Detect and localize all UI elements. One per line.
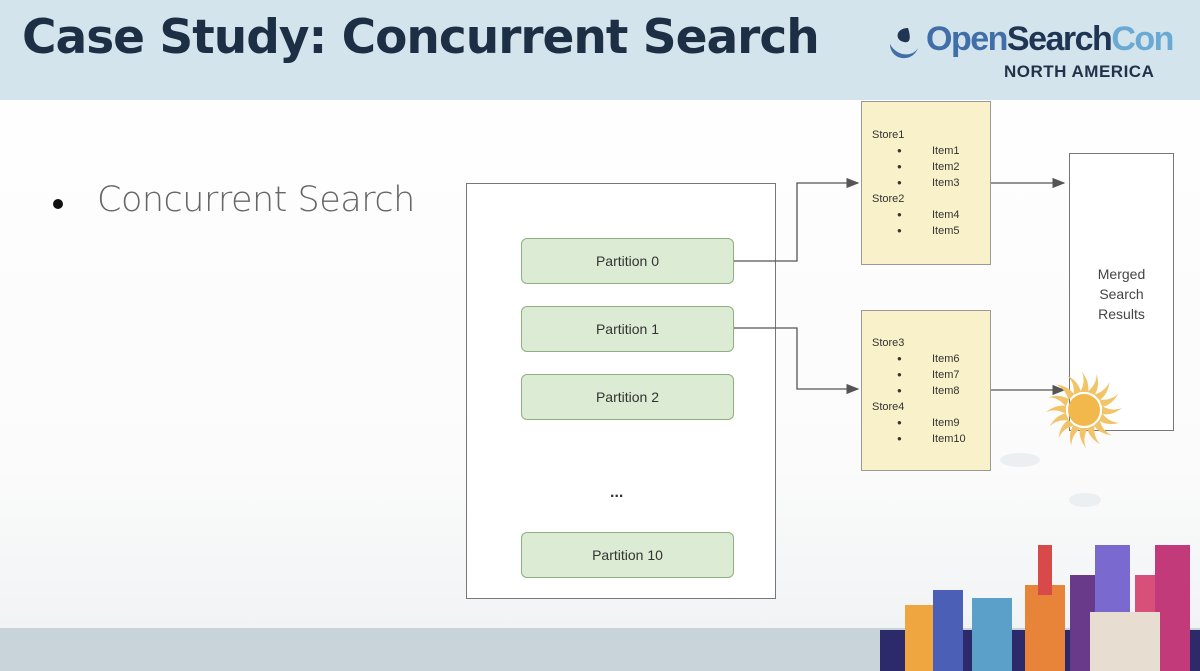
slide-header [0, 0, 1200, 100]
sun-ray [1055, 384, 1075, 401]
bullet-icon: ● [897, 386, 902, 395]
sun-ray [1079, 428, 1088, 448]
store-item: Item7 [932, 369, 960, 381]
bullet-icon: ● [897, 178, 902, 187]
sun-ray [1099, 413, 1120, 425]
store-item: Item2 [932, 161, 960, 173]
store-item: Item3 [932, 177, 960, 189]
bullet-icon: ● [897, 226, 902, 235]
sun-ray [1093, 381, 1110, 401]
merged-label: Merged Search Results [1097, 266, 1146, 322]
sun-icon [1046, 372, 1122, 448]
bullet-icon [53, 199, 63, 209]
sun-ray [1048, 395, 1069, 407]
arrow-partition1-to-store2 [734, 327, 860, 395]
store-name: Store1 [872, 129, 905, 141]
opensearch-logo-icon [890, 28, 918, 59]
sun-ray [1067, 375, 1081, 395]
bullet-icon: ● [897, 434, 902, 443]
cloud-icon [1000, 453, 1101, 507]
opensearchcon-logo: OpenSearchCon NORTH AMERICA [886, 20, 1176, 84]
ellipsis: ... [610, 484, 624, 501]
bullet-icon: ● [897, 354, 902, 363]
bullet-icon: ● [897, 370, 902, 379]
store-item: Item10 [932, 433, 966, 445]
bullet-text: Concurrent Search [97, 180, 415, 220]
slide-title: Case Study: Concurrent Search [22, 10, 820, 65]
sun-ray [1093, 419, 1113, 436]
store-name: Store2 [872, 193, 905, 205]
store-item: Item6 [932, 353, 960, 365]
store-item: Item1 [932, 145, 960, 157]
merged-results-box: Merged Search Results [1069, 153, 1174, 431]
bullet-icon: ● [897, 162, 902, 171]
city-skyline-icon [880, 545, 1200, 671]
bullet-icon: ● [897, 210, 902, 219]
sun-ray [1087, 425, 1101, 445]
store-item: Item9 [932, 417, 960, 429]
arrow-partition0-to-store1 [734, 177, 860, 262]
sun-ray [1049, 413, 1069, 427]
partition-box: Partition 0 [521, 238, 734, 284]
sun-ray [1080, 372, 1089, 392]
sun-ray [1058, 419, 1075, 439]
bullet-icon: ● [897, 418, 902, 427]
bullet-icon: ● [897, 146, 902, 155]
sun-ray [1099, 393, 1119, 407]
partition-box: Partition 10 [521, 532, 734, 578]
sun-ray [1102, 406, 1122, 415]
sun-ray [1046, 405, 1066, 414]
logo-subtitle: NORTH AMERICA [1004, 62, 1155, 81]
logo-wordmark: OpenSearchCon [926, 20, 1174, 58]
store-item: Item4 [932, 209, 960, 221]
partition-box: Partition 1 [521, 306, 734, 352]
store-item: Item8 [932, 385, 960, 397]
store-name: Store4 [872, 401, 905, 413]
store-item: Item5 [932, 225, 960, 237]
sun-ray [1069, 425, 1081, 446]
store-name: Store3 [872, 337, 905, 349]
sun-ray [1087, 374, 1099, 395]
partition-box: Partition 2 [521, 374, 734, 420]
